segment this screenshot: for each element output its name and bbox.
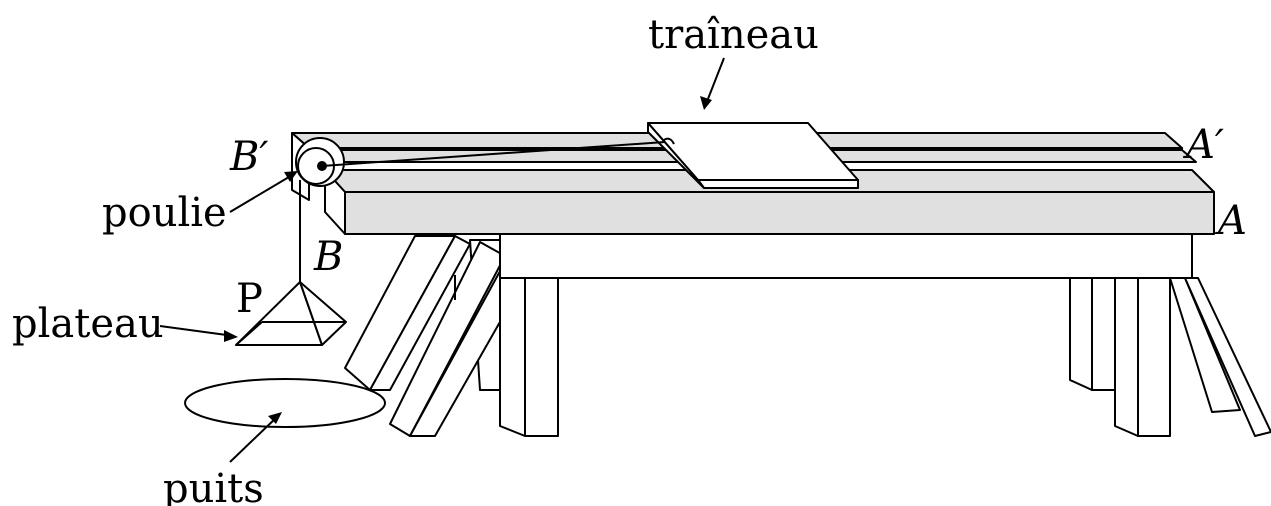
point-a-label: A	[1214, 198, 1247, 244]
arrowheads	[224, 96, 712, 424]
front-left-vertical-leg	[499, 277, 559, 437]
table-frame	[499, 233, 1193, 279]
well-label: puits	[163, 466, 264, 506]
point-b-label: B	[313, 234, 343, 280]
arrows	[159, 57, 725, 463]
sled	[647, 122, 859, 189]
pulley-label: poulie	[102, 190, 227, 236]
plate	[235, 281, 347, 346]
cord	[299, 141, 666, 282]
pulley	[295, 137, 345, 187]
sled-label: traîneau	[648, 12, 819, 58]
point-p-label: P	[236, 276, 263, 322]
plate-label: plateau	[12, 301, 164, 347]
well	[184, 378, 386, 428]
point-b-prime-label: B′	[229, 134, 268, 180]
back-right-legs	[1069, 277, 1271, 437]
point-a-prime-label: A′	[1182, 122, 1224, 168]
